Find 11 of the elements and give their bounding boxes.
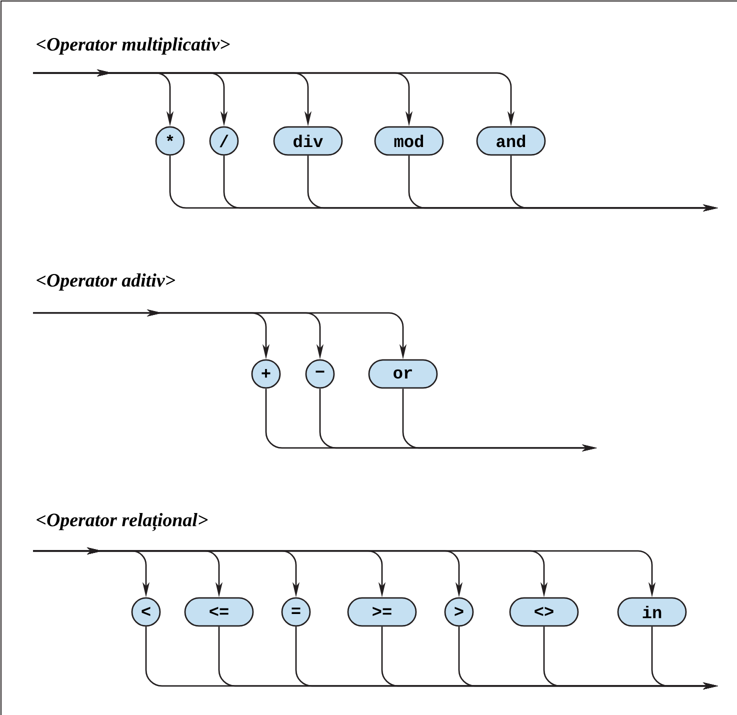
rule-heading: <Operator aditiv>	[36, 273, 175, 291]
terminal-box: mod	[374, 126, 444, 156]
terminal-box: <>	[509, 597, 579, 627]
terminal-box: and	[476, 126, 546, 156]
terminal-box: in	[617, 597, 687, 627]
terminal-box: div	[273, 126, 343, 156]
rule-heading: <Operator multiplicativ>	[36, 37, 230, 55]
terminal-box: >=	[347, 597, 417, 627]
rule-heading: <Operator relațional>	[36, 513, 208, 531]
terminal-box: or	[368, 359, 438, 389]
terminal-box: <=	[184, 597, 254, 627]
